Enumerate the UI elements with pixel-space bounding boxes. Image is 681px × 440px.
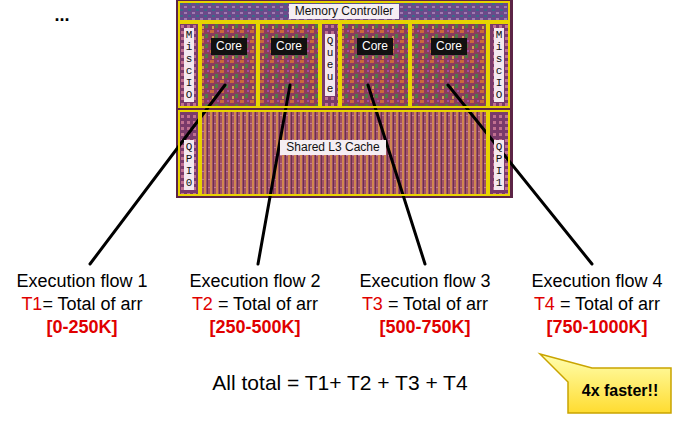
die-strip: Queue (320, 22, 340, 108)
cache-region: Shared L3 Cache (200, 110, 488, 196)
cache-area (200, 110, 488, 196)
partial-total-name: T2 (192, 293, 213, 315)
partial-total-text: = Total of arr (42, 293, 142, 315)
flow-title: Execution flow 2 (189, 270, 320, 292)
flow-title: Execution flow 1 (16, 270, 147, 292)
callout-outline (540, 354, 671, 413)
die-strip: Misc IO (178, 22, 200, 108)
io-area (488, 22, 510, 108)
flow-title: Execution flow 4 (531, 270, 662, 292)
core-label: Core (431, 38, 467, 55)
vertical-label: Misc IO (184, 28, 195, 103)
ellipsis-mark: ... (54, 4, 69, 26)
core-label: Core (357, 38, 393, 55)
vertical-label: Misc IO (494, 28, 505, 103)
partial-total-text: = Total of arr (560, 293, 660, 315)
core-label: Core (211, 38, 247, 55)
index-range: [500-750K] (379, 316, 470, 338)
partial-total-text: = Total of arr (218, 293, 318, 315)
flow-title: Execution flow 3 (359, 270, 490, 292)
vertical-label: QPI 1 (494, 140, 505, 190)
label-line: [500-750K] (379, 316, 470, 338)
vertical-label: Queue (325, 34, 336, 96)
queue-area (320, 22, 340, 108)
callout-body: 4x faster!! (568, 368, 672, 414)
partial-total-text: = Total of arr (388, 293, 488, 315)
core-region: Core (410, 22, 488, 108)
index-range: [750-1000K] (546, 316, 647, 338)
index-range: [250-500K] (209, 316, 300, 338)
label-line: All total = T1+ T2 + T3 + T4 (212, 372, 467, 394)
label-line: Execution flow 2 (189, 270, 320, 292)
label-line: [0-250K] (46, 316, 117, 338)
callout-box: 4x faster!! (538, 352, 672, 414)
region-label: Shared L3 Cache (280, 140, 385, 155)
qpi-area (488, 110, 510, 196)
memory-controller-region: Memory Controller (178, 1, 510, 22)
core-label: Core (271, 38, 307, 55)
core-region: Core (258, 22, 320, 108)
label-line: Execution flow 4 (531, 270, 662, 292)
vertical-label: QPI 0 (184, 140, 195, 190)
io-area (178, 22, 200, 108)
region-label: Memory Controller (289, 4, 400, 19)
partial-total-name: T3 (362, 293, 383, 315)
partial-total-name: T4 (534, 293, 555, 315)
index-range: [0-250K] (46, 316, 117, 338)
label-line: Execution flow 1 (16, 270, 147, 292)
label-line: ... (54, 4, 69, 26)
core-region: Core (200, 22, 258, 108)
die-strip: QPI 1 (488, 110, 510, 196)
die-ground (176, 0, 513, 198)
label-line: T1= Total of arr (21, 293, 142, 315)
label-line: [250-500K] (209, 316, 300, 338)
total-formula: All total = T1+ T2 + T3 + T4 (212, 372, 467, 394)
label-line: T3= Total of arr (362, 293, 488, 315)
label-line: Execution flow 3 (359, 270, 490, 292)
callout-text: 4x faster!! (582, 381, 658, 401)
die-strip: QPI 0 (178, 110, 200, 196)
core-area (200, 22, 488, 108)
label-line: [750-1000K] (546, 316, 647, 338)
die-strip: Misc IO (488, 22, 510, 108)
label-line: T4= Total of arr (534, 293, 660, 315)
memory-controller-area (178, 1, 510, 22)
label-line: T2= Total of arr (192, 293, 318, 315)
core-region: Core (340, 22, 410, 108)
partial-total-name: T1 (21, 293, 42, 315)
